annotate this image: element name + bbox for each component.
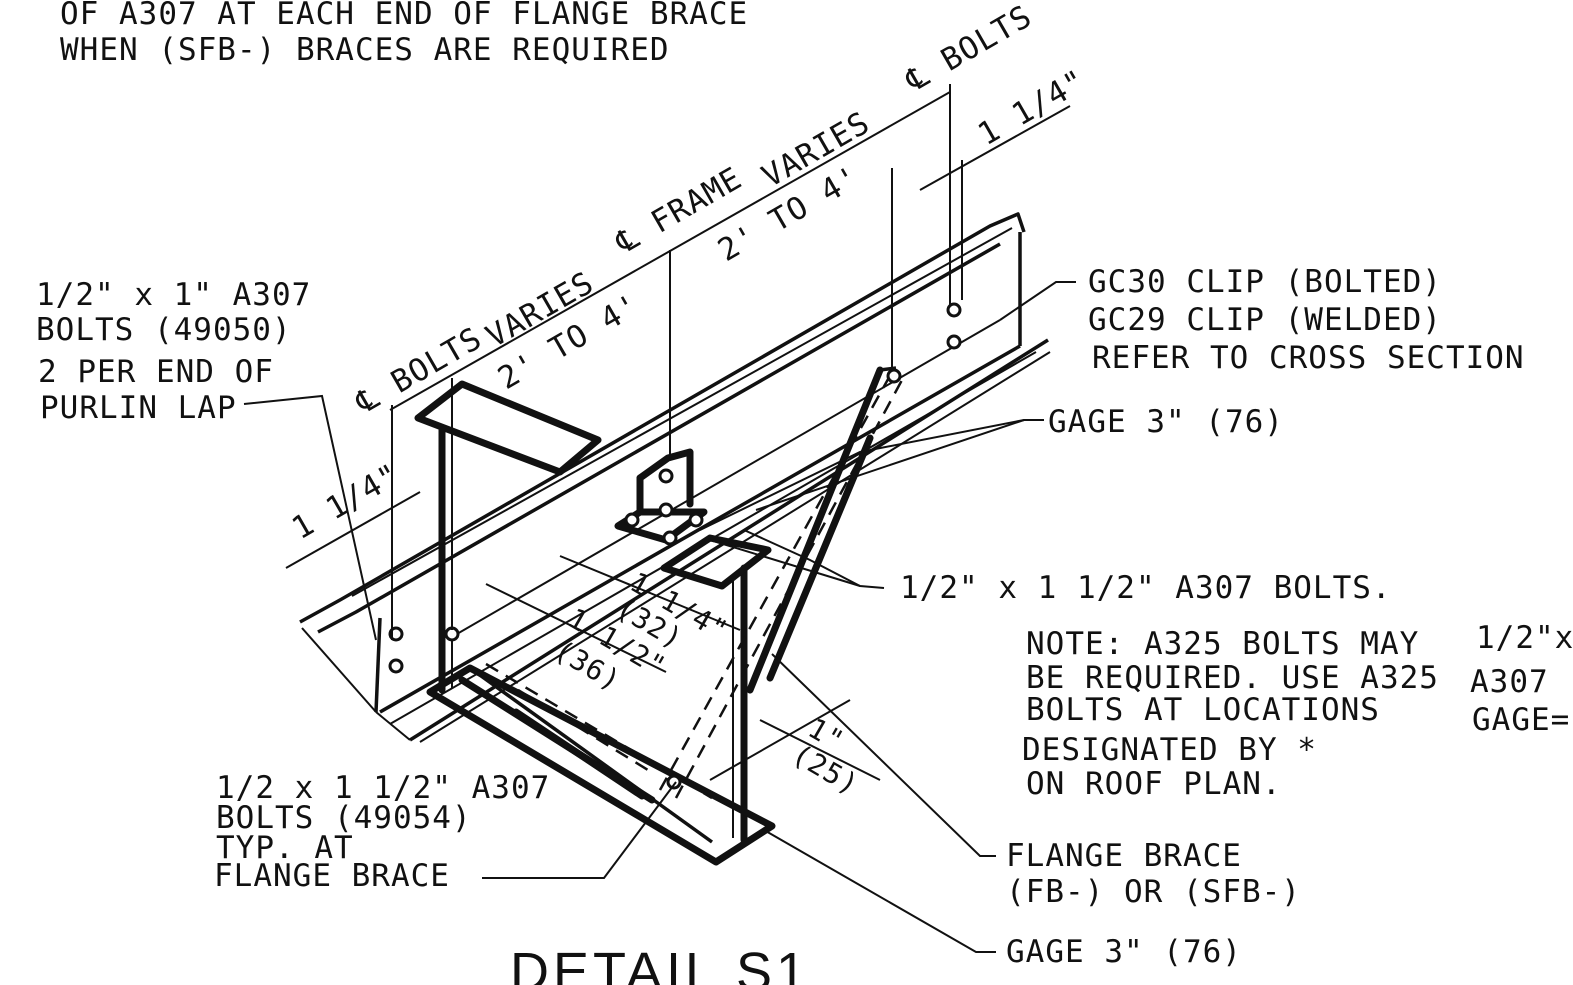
side-note-line3: GAGE= bbox=[1472, 702, 1570, 738]
purlin-bolts-line1: 1/2" x 1" A307 bbox=[36, 277, 311, 313]
purlin-bolts-line2: BOLTS (49050) bbox=[36, 312, 292, 348]
flange-brace-line1: FLANGE BRACE bbox=[1006, 838, 1242, 874]
gage-bottom-label: GAGE 3" (76) bbox=[1006, 934, 1242, 970]
bolts-mid-label: 1/2" x 1 1/2" A307 BOLTS. bbox=[900, 570, 1392, 606]
fb-bolts-line2: BOLTS (49054) bbox=[216, 800, 472, 836]
purlin-bolts-line3: 2 PER END OF bbox=[38, 354, 274, 390]
note-line5: ON ROOF PLAN. bbox=[1026, 766, 1282, 802]
purlin-bolts-line4: PURLIN LAP bbox=[40, 390, 237, 426]
flange-brace-line2: (FB-) OR (SFB-) bbox=[1006, 874, 1301, 910]
side-note-line2: A307 bbox=[1470, 664, 1549, 700]
top-note-line1: OF A307 AT EACH END OF FLANGE BRACE bbox=[60, 0, 748, 32]
gage-top-label: GAGE 3" (76) bbox=[1048, 404, 1284, 440]
cl-bolts-left: ℄ BOLTS bbox=[349, 320, 488, 421]
note-line3: BOLTS AT LOCATIONS bbox=[1026, 692, 1380, 728]
fb-bolts-line3: TYP. AT bbox=[216, 830, 354, 866]
fb-bolts-line4: FLANGE BRACE bbox=[214, 858, 450, 894]
note-line1: NOTE: A325 BOLTS MAY bbox=[1026, 626, 1419, 662]
note-line4: DESIGNATED BY * bbox=[1022, 732, 1317, 768]
clip-note-line3: REFER TO CROSS SECTION bbox=[1092, 340, 1525, 376]
dimension-lines bbox=[285, 84, 1071, 781]
bolt-holes bbox=[388, 302, 962, 790]
fb-bolts-line1: 1/2 x 1 1/2" A307 bbox=[216, 770, 550, 806]
top-note-line2: WHEN (SFB-) BRACES ARE REQUIRED bbox=[60, 32, 670, 68]
clip-and-braces bbox=[458, 366, 904, 804]
cl-bolts-right: ℄ BOLTS bbox=[899, 0, 1038, 99]
clip-note-line2: GC29 CLIP (WELDED) bbox=[1088, 302, 1442, 338]
clip-note-line1: GC30 CLIP (BOLTED) bbox=[1088, 264, 1442, 300]
purlin-lap bbox=[299, 212, 1051, 743]
leader-lines bbox=[243, 281, 1076, 953]
notes-text: OF A307 AT EACH END OF FLANGE BRACE WHEN… bbox=[36, 0, 1573, 985]
side-note-line1: 1/2"x bbox=[1476, 620, 1573, 656]
edge-right: 1 1/4" bbox=[972, 63, 1092, 153]
note-line2: BE REQUIRED. USE A325 bbox=[1026, 660, 1439, 696]
detail-title: DETAIL S1 bbox=[510, 942, 810, 985]
